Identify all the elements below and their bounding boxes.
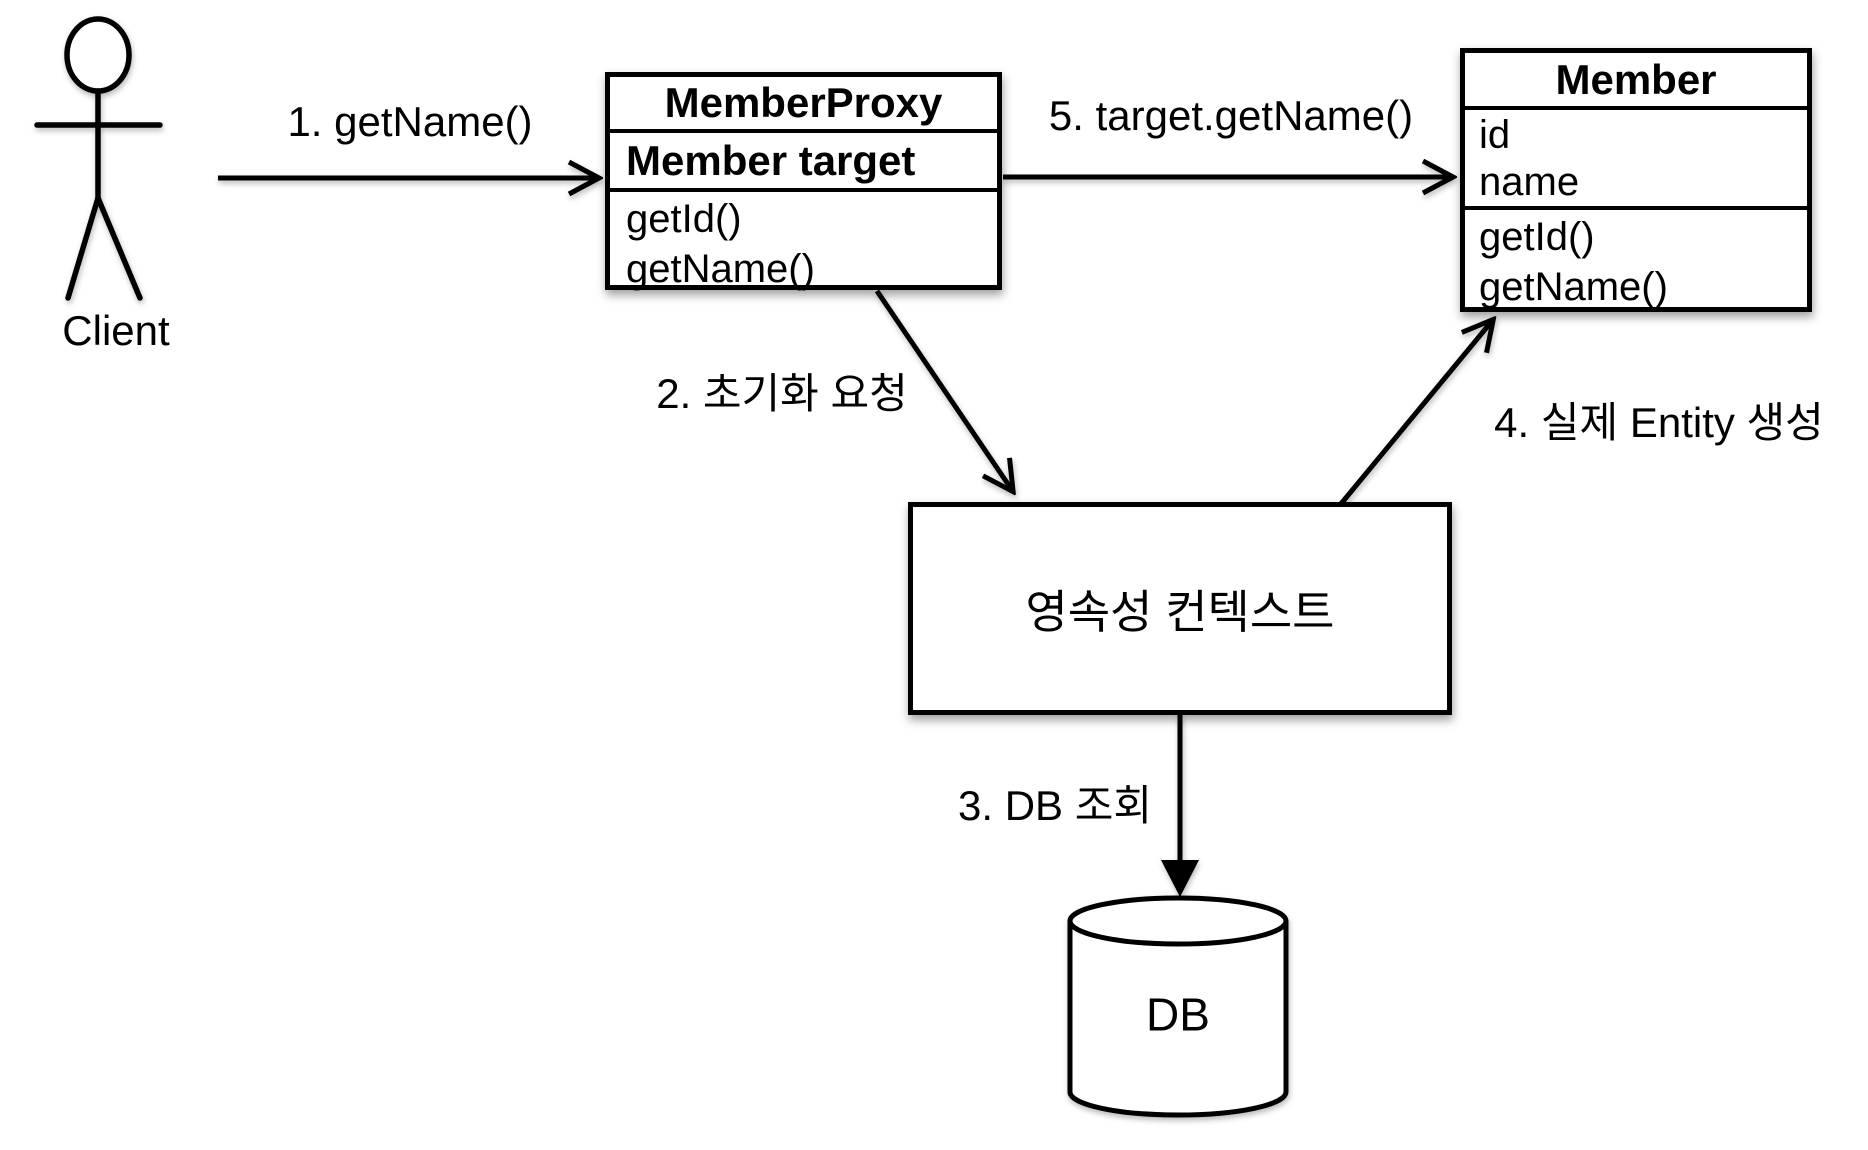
database-icon xyxy=(1067,895,1289,1118)
step2-label: 2. 초기화 요청 xyxy=(656,369,908,417)
arrow-step2 xyxy=(874,289,1012,490)
member-class-name: Member xyxy=(1465,53,1807,110)
step3-label: 3. DB 조회 xyxy=(958,781,1152,829)
memberproxy-class-box: MemberProxy Member target getId() getNam… xyxy=(605,72,1002,291)
step1-label: 1. getName() xyxy=(287,97,533,145)
method-item: getName() xyxy=(1479,265,1668,309)
method-item: getName() xyxy=(626,247,815,291)
client-label: Client xyxy=(62,306,170,354)
attribute-item: id xyxy=(1479,113,1511,157)
persistence-context-label: 영속성 컨텍스트 xyxy=(1025,585,1335,638)
method-item: getId() xyxy=(626,197,742,241)
arrow-step3 xyxy=(1161,715,1199,897)
member-class-box: Member id name getId() getName() xyxy=(1460,48,1812,312)
persistence-context-box: 영속성 컨텍스트 xyxy=(908,502,1452,715)
member-attributes-section: id name xyxy=(1465,110,1807,210)
arrow-step4 xyxy=(1338,321,1492,507)
step5-label: 5. target.getName() xyxy=(1048,91,1414,139)
member-methods-section: getId() getName() xyxy=(1465,210,1807,312)
memberproxy-methods-section: getId() getName() xyxy=(610,192,997,294)
memberproxy-class-name: MemberProxy xyxy=(610,77,997,133)
client-actor-icon xyxy=(34,16,163,301)
memberproxy-target-field: Member target xyxy=(610,133,997,192)
step4-label: 4. 실제 Entity 생성 xyxy=(1494,398,1824,446)
database-label: DB xyxy=(1146,988,1210,1041)
method-item: getId() xyxy=(1479,215,1595,259)
attribute-item: name xyxy=(1479,160,1580,204)
